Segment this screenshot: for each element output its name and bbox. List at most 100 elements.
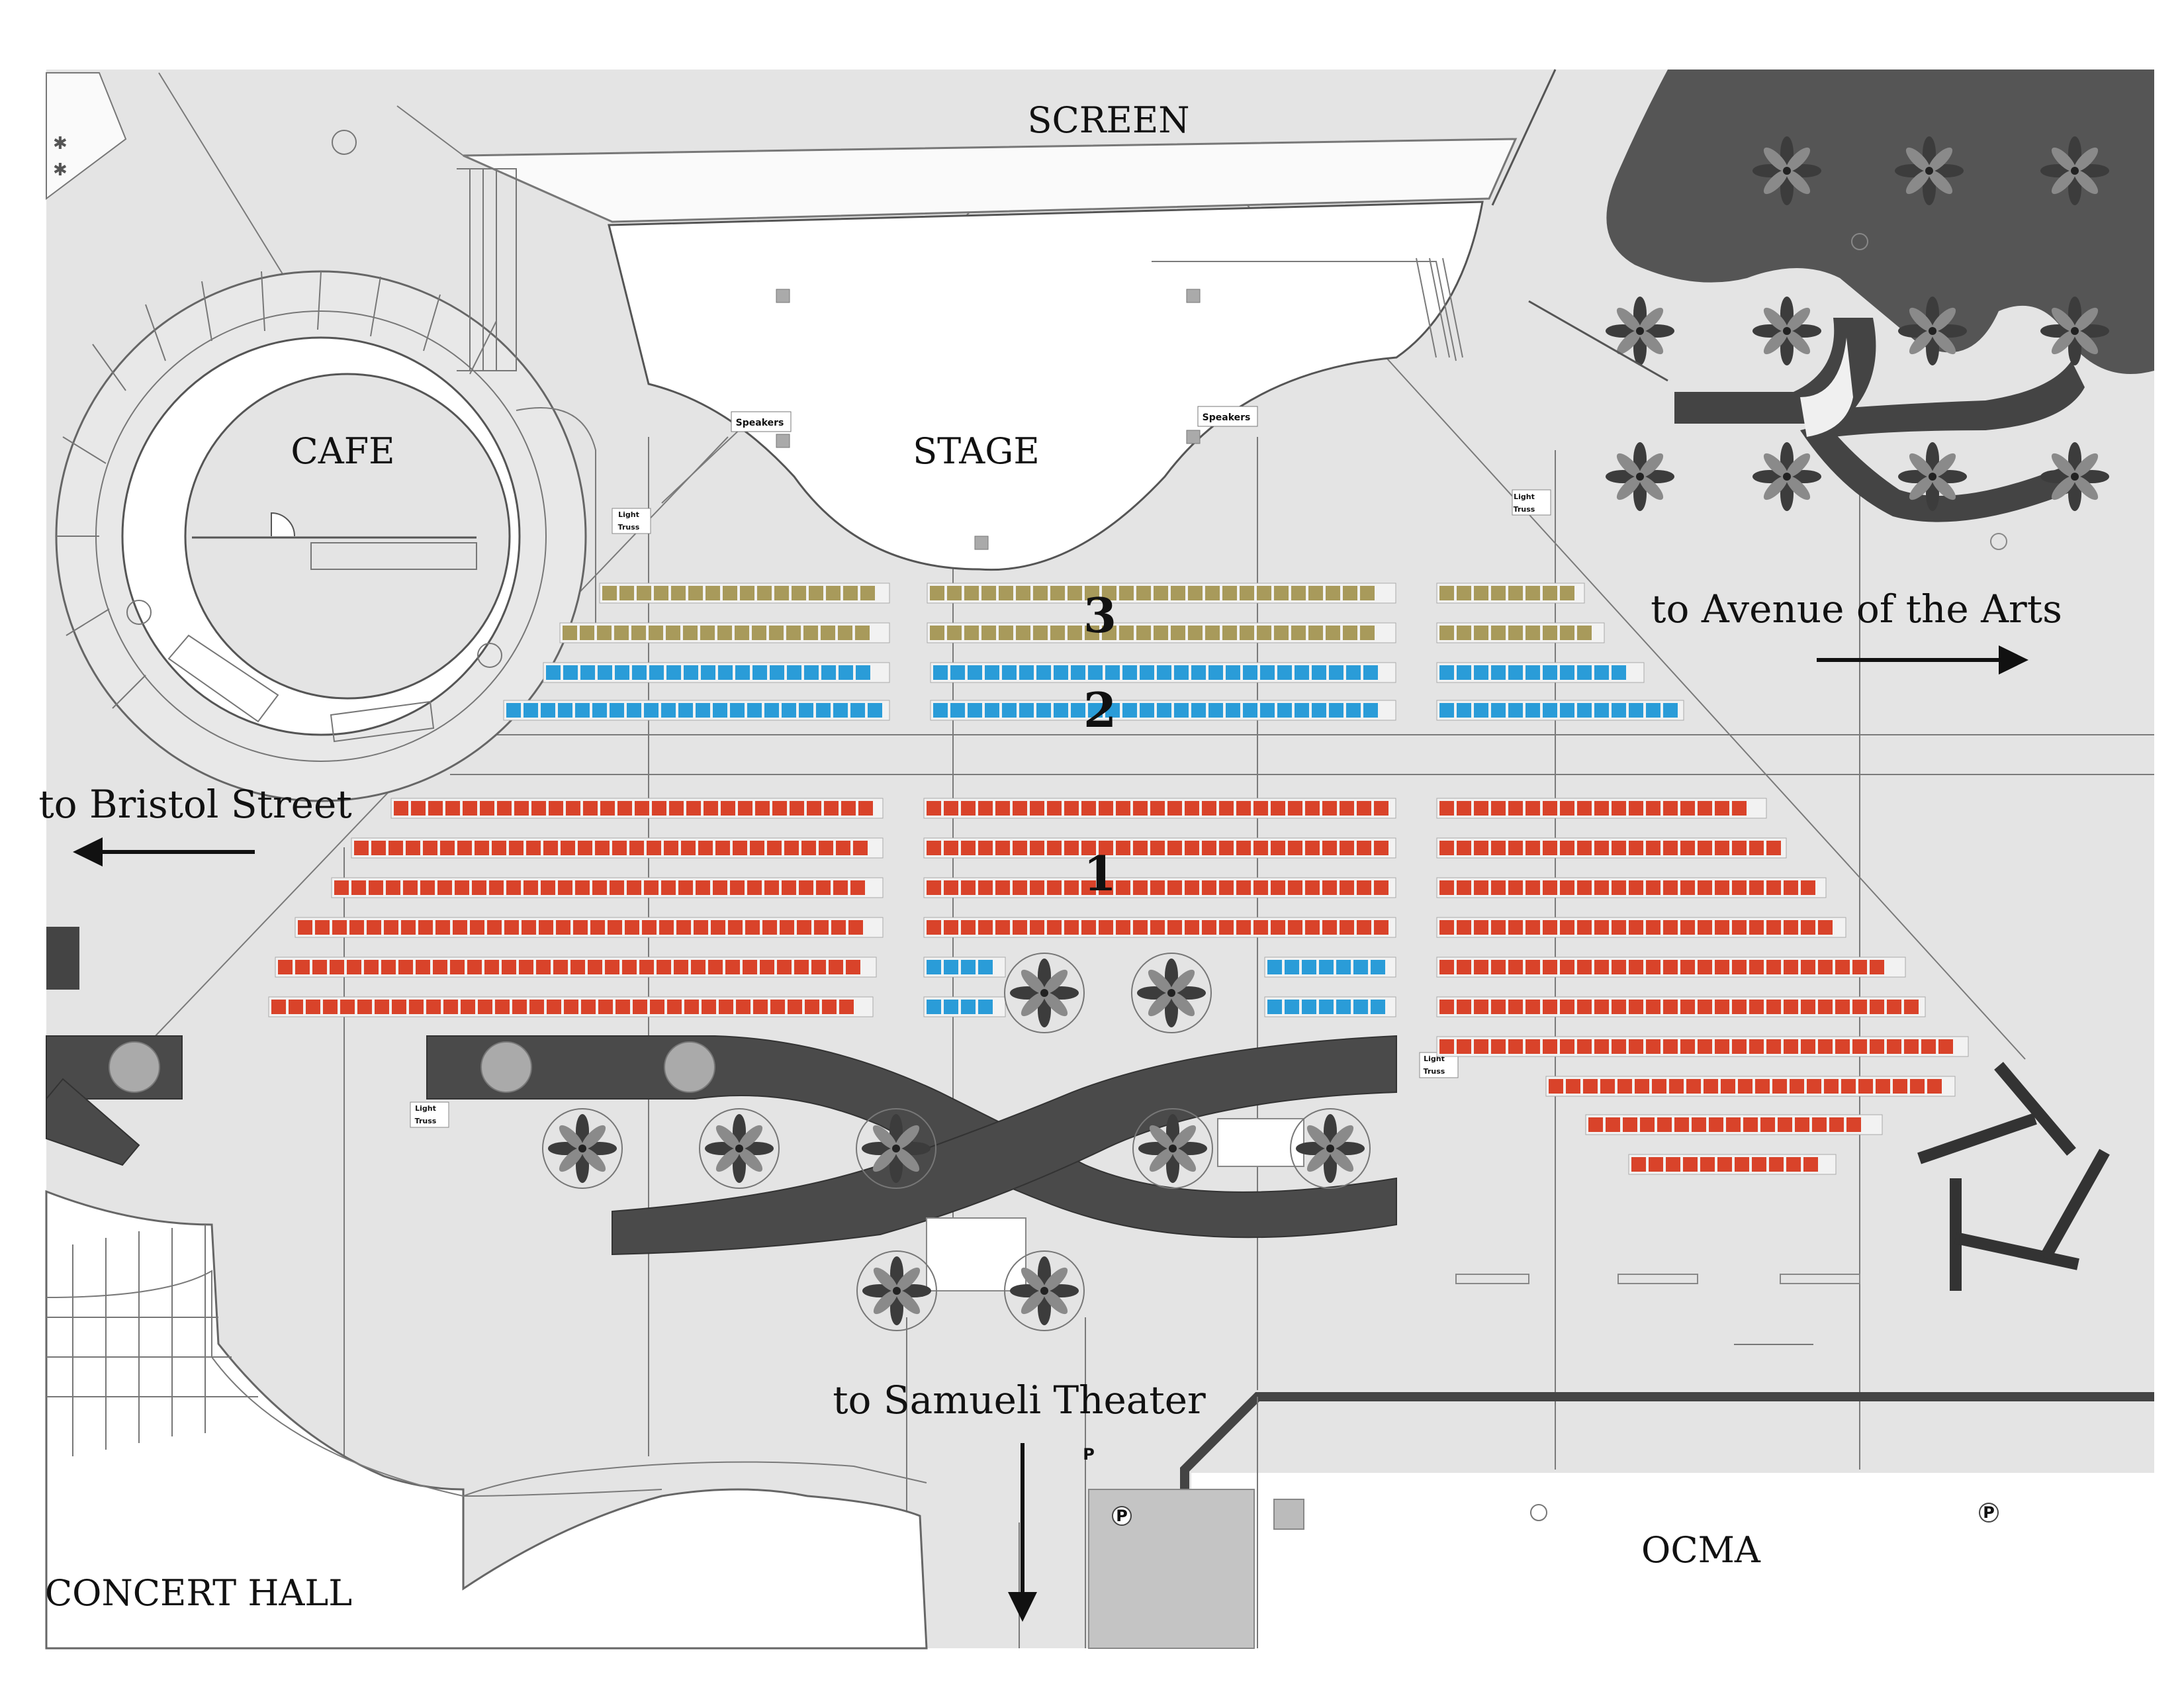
seat[interactable]: [1202, 920, 1216, 935]
seat[interactable]: [1508, 801, 1523, 816]
seat[interactable]: [1795, 1117, 1809, 1132]
seat[interactable]: [1002, 665, 1017, 680]
seat[interactable]: [1635, 1079, 1649, 1094]
seat[interactable]: [1033, 626, 1048, 640]
seat[interactable]: [1312, 703, 1326, 718]
seat[interactable]: [715, 841, 730, 855]
seat[interactable]: [1099, 801, 1113, 816]
seat[interactable]: [1185, 880, 1199, 895]
seat[interactable]: [1835, 1039, 1850, 1054]
seat[interactable]: [1606, 1117, 1620, 1132]
seat[interactable]: [1646, 1000, 1661, 1014]
seat[interactable]: [743, 960, 757, 974]
seat[interactable]: [1102, 586, 1116, 600]
seat[interactable]: [649, 665, 664, 680]
seat[interactable]: [1508, 841, 1523, 855]
seat[interactable]: [1735, 1157, 1749, 1172]
seat[interactable]: [1157, 665, 1171, 680]
seat[interactable]: [381, 960, 396, 974]
seat[interactable]: [1064, 880, 1079, 895]
seat[interactable]: [846, 960, 860, 974]
seat[interactable]: [1743, 1117, 1758, 1132]
seat[interactable]: [364, 960, 379, 974]
seat[interactable]: [1566, 1079, 1580, 1094]
seat[interactable]: [608, 920, 622, 935]
seat[interactable]: [1629, 960, 1643, 974]
seat[interactable]: [1612, 920, 1626, 935]
seat[interactable]: [1474, 1039, 1488, 1054]
seat[interactable]: [1013, 801, 1027, 816]
seat[interactable]: [1088, 665, 1103, 680]
seat[interactable]: [1105, 665, 1120, 680]
seat[interactable]: [1105, 703, 1120, 718]
seat[interactable]: [1329, 703, 1343, 718]
seat[interactable]: [369, 880, 383, 895]
seat[interactable]: [398, 960, 413, 974]
seat[interactable]: [600, 801, 615, 816]
seat[interactable]: [1784, 920, 1798, 935]
seat[interactable]: [547, 1000, 561, 1014]
seat[interactable]: [619, 586, 634, 600]
seat[interactable]: [684, 1000, 699, 1014]
seat[interactable]: [1491, 841, 1506, 855]
seat[interactable]: [529, 1000, 544, 1014]
seat[interactable]: [1623, 1117, 1637, 1132]
seat[interactable]: [610, 880, 624, 895]
seat[interactable]: [664, 841, 678, 855]
seat[interactable]: [1525, 1000, 1540, 1014]
seat[interactable]: [978, 960, 993, 974]
seat[interactable]: [1663, 960, 1678, 974]
seat[interactable]: [1600, 1079, 1615, 1094]
seat[interactable]: [478, 1000, 492, 1014]
seat[interactable]: [602, 586, 617, 600]
seat[interactable]: [332, 920, 347, 935]
seat[interactable]: [1202, 801, 1216, 816]
seat[interactable]: [1629, 841, 1643, 855]
seat[interactable]: [1439, 703, 1454, 718]
seat[interactable]: [457, 841, 472, 855]
seat[interactable]: [1617, 1079, 1632, 1094]
seat[interactable]: [1612, 665, 1626, 680]
seat[interactable]: [1226, 665, 1240, 680]
seat[interactable]: [1439, 960, 1454, 974]
seat[interactable]: [860, 586, 875, 600]
seat[interactable]: [1680, 880, 1695, 895]
seat[interactable]: [644, 703, 659, 718]
seat[interactable]: [1870, 960, 1884, 974]
seat[interactable]: [1319, 1000, 1334, 1014]
seat[interactable]: [1652, 1079, 1666, 1094]
seat[interactable]: [1594, 1000, 1609, 1014]
seat[interactable]: [839, 665, 853, 680]
seat[interactable]: [1257, 586, 1271, 600]
seat[interactable]: [950, 703, 965, 718]
seat[interactable]: [839, 1000, 854, 1014]
seat[interactable]: [944, 1000, 958, 1014]
seat[interactable]: [1577, 626, 1592, 640]
seat[interactable]: [1116, 841, 1130, 855]
seat[interactable]: [1732, 920, 1747, 935]
seat[interactable]: [1491, 880, 1506, 895]
seat[interactable]: [1305, 801, 1320, 816]
seat[interactable]: [782, 703, 796, 718]
seat[interactable]: [856, 665, 870, 680]
seat[interactable]: [1047, 841, 1062, 855]
seat[interactable]: [1680, 1000, 1695, 1014]
seat[interactable]: [1612, 801, 1626, 816]
seat[interactable]: [1766, 841, 1781, 855]
seat[interactable]: [1291, 586, 1306, 600]
seat[interactable]: [271, 1000, 286, 1014]
seat[interactable]: [799, 703, 813, 718]
seat[interactable]: [1666, 1157, 1680, 1172]
seat[interactable]: [1680, 841, 1695, 855]
seat[interactable]: [850, 703, 865, 718]
seat[interactable]: [1319, 960, 1334, 974]
seat[interactable]: [1646, 960, 1661, 974]
seat[interactable]: [1140, 665, 1154, 680]
seat[interactable]: [1219, 920, 1234, 935]
seat[interactable]: [1577, 1000, 1592, 1014]
seat[interactable]: [1033, 586, 1048, 600]
seat[interactable]: [933, 665, 948, 680]
seat[interactable]: [1663, 920, 1678, 935]
seat[interactable]: [1150, 880, 1165, 895]
seat[interactable]: [1243, 665, 1257, 680]
